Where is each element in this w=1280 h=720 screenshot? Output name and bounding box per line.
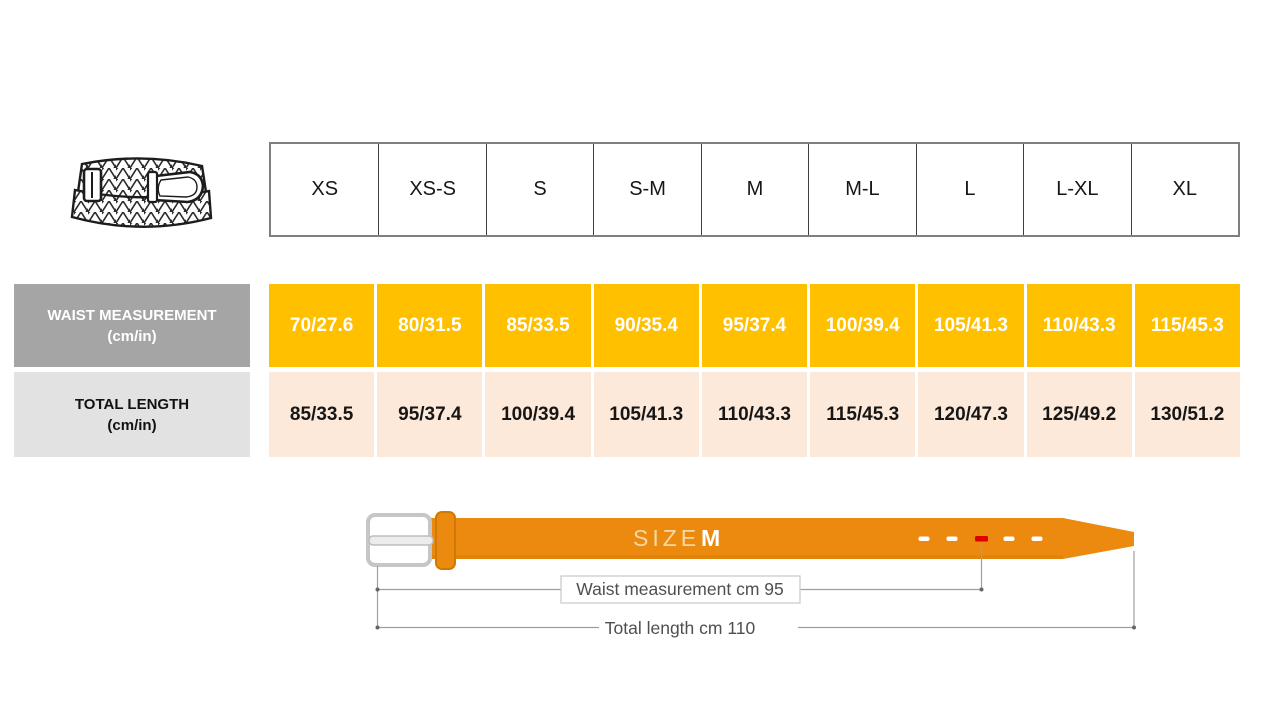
size-label-text: SIZE bbox=[633, 525, 700, 551]
belt-strap-shape bbox=[428, 518, 1134, 559]
total-value-cell: 85/33.5 bbox=[269, 372, 375, 457]
waist-value-cell: 80/31.5 bbox=[377, 284, 483, 367]
total-value-cell: 95/37.4 bbox=[377, 372, 483, 457]
waist-measurement-row-label: WAIST MEASUREMENT (cm/in) bbox=[14, 284, 250, 367]
size-header-cell: M-L bbox=[808, 144, 915, 235]
size-header-cell: M bbox=[700, 144, 808, 235]
belt-hole bbox=[1003, 536, 1015, 541]
total-value-cell: 130/51.2 bbox=[1134, 372, 1240, 457]
measurement-endpoints bbox=[375, 587, 1136, 630]
belt-hole bbox=[918, 536, 930, 541]
size-header-cell: S bbox=[485, 144, 593, 235]
belt-hole-highlighted bbox=[975, 536, 988, 542]
total-value-cell: 115/45.3 bbox=[810, 372, 916, 457]
belt-hole bbox=[946, 536, 958, 541]
total-value-cell: 110/43.3 bbox=[701, 372, 808, 457]
total-value-cell: 100/39.4 bbox=[485, 372, 591, 457]
waist-label-line2: (cm/in) bbox=[107, 327, 157, 345]
size-header-cell: S-M bbox=[593, 144, 700, 235]
belt-buckle-prong bbox=[368, 535, 434, 546]
belt-measurement-diagram: SIZE M Waist measurement cm 95 Total len… bbox=[366, 511, 1136, 638]
waist-value-cell: 70/27.6 bbox=[269, 284, 375, 367]
size-header-row: XS XS-S S S-M M M-L L L-XL XL bbox=[269, 142, 1240, 237]
waist-value-cell: 100/39.4 bbox=[810, 284, 916, 367]
waist-annotation-text: Waist measurement cm 95 bbox=[576, 579, 783, 599]
total-value-cell: 125/49.2 bbox=[1026, 372, 1132, 457]
total-label-line2: (cm/in) bbox=[107, 416, 157, 434]
total-label-line1: TOTAL LENGTH bbox=[74, 395, 190, 413]
waist-value-cell: 95/37.4 bbox=[701, 284, 808, 367]
braided-belt-icon bbox=[70, 157, 213, 228]
waist-label-line1: WAIST MEASUREMENT bbox=[47, 306, 217, 324]
waist-measurement-row: 70/27.6 80/31.5 85/33.5 90/35.4 95/37.4 … bbox=[269, 284, 1240, 367]
size-header-cell: XS bbox=[311, 178, 339, 200]
waist-value-cell: 110/43.3 bbox=[1026, 284, 1132, 367]
size-header-cell: L bbox=[915, 144, 1023, 235]
belt-keeper-loop bbox=[435, 511, 456, 570]
belt-hole bbox=[1031, 536, 1043, 541]
total-length-row-label: TOTAL LENGTH (cm/in) bbox=[14, 372, 250, 457]
waist-annotation-box bbox=[560, 575, 801, 604]
waist-value-cell: 115/45.3 bbox=[1134, 284, 1240, 367]
total-value-cell: 120/47.3 bbox=[918, 372, 1024, 457]
total-annotation-text: Total length cm 110 bbox=[605, 618, 756, 638]
size-value-text: M bbox=[701, 525, 720, 551]
size-header-cell: L-XL bbox=[1023, 144, 1130, 235]
waist-value-cell: 85/33.5 bbox=[485, 284, 591, 367]
total-length-row: 85/33.5 95/37.4 100/39.4 105/41.3 110/43… bbox=[269, 372, 1240, 457]
size-header-cell: XL bbox=[1130, 144, 1238, 235]
size-header-cell: XS-S bbox=[378, 144, 485, 235]
measurement-lines bbox=[376, 543, 1135, 629]
waist-value-cell: 105/41.3 bbox=[918, 284, 1024, 367]
total-value-cell: 105/41.3 bbox=[593, 372, 699, 457]
waist-value-cell: 90/35.4 bbox=[593, 284, 699, 367]
